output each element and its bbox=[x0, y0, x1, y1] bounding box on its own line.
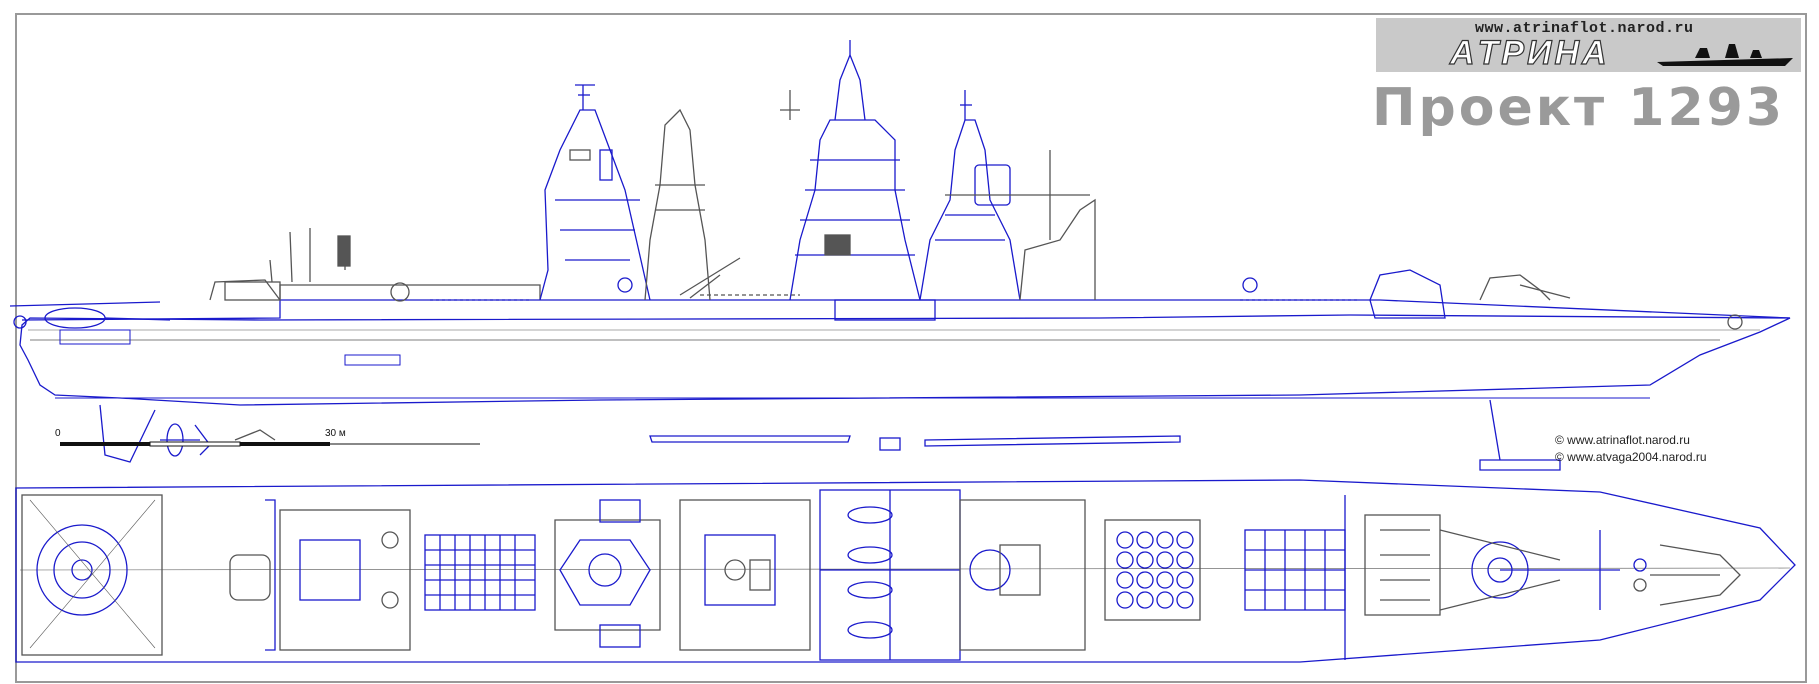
plan-view bbox=[15, 479, 1796, 663]
copyright-2: © www.atvaga2004.narod.ru bbox=[1555, 450, 1707, 464]
round-vls-cells bbox=[1104, 519, 1201, 621]
vls-grid-aft bbox=[424, 534, 536, 611]
scale-bar bbox=[60, 441, 480, 447]
helicopter-icon bbox=[9, 301, 171, 329]
side-profile-view bbox=[9, 40, 1791, 471]
drawing-frame bbox=[15, 13, 1807, 683]
bow-gun-plan bbox=[1439, 529, 1620, 611]
scale-end-label: 30 м bbox=[325, 428, 346, 439]
logo-monogram: A bbox=[1449, 33, 1478, 72]
deck-outline bbox=[15, 479, 1796, 663]
main-deck-line bbox=[21, 299, 1791, 321]
anchor-icon bbox=[1633, 558, 1720, 592]
copyright-1: © www.atrinaflot.narod.ru bbox=[1555, 433, 1690, 447]
project-title: Проект 1293 bbox=[1372, 78, 1785, 138]
vls-grid-fore bbox=[1244, 529, 1346, 611]
logo-wordmark: AТРИНА bbox=[1449, 33, 1610, 73]
logo-url: www.atrinaflot.narod.ru bbox=[1475, 20, 1694, 37]
forward-gun-turret bbox=[1369, 269, 1446, 319]
scale-start-label: 0 bbox=[55, 428, 61, 439]
boats bbox=[819, 489, 961, 661]
hull-outline bbox=[19, 314, 1791, 406]
main-tower bbox=[789, 119, 921, 301]
helipad bbox=[21, 494, 163, 656]
propeller-icon bbox=[160, 423, 211, 457]
logo-word: ТРИНА bbox=[1477, 33, 1610, 72]
ship-silhouette-logo bbox=[1657, 44, 1793, 66]
